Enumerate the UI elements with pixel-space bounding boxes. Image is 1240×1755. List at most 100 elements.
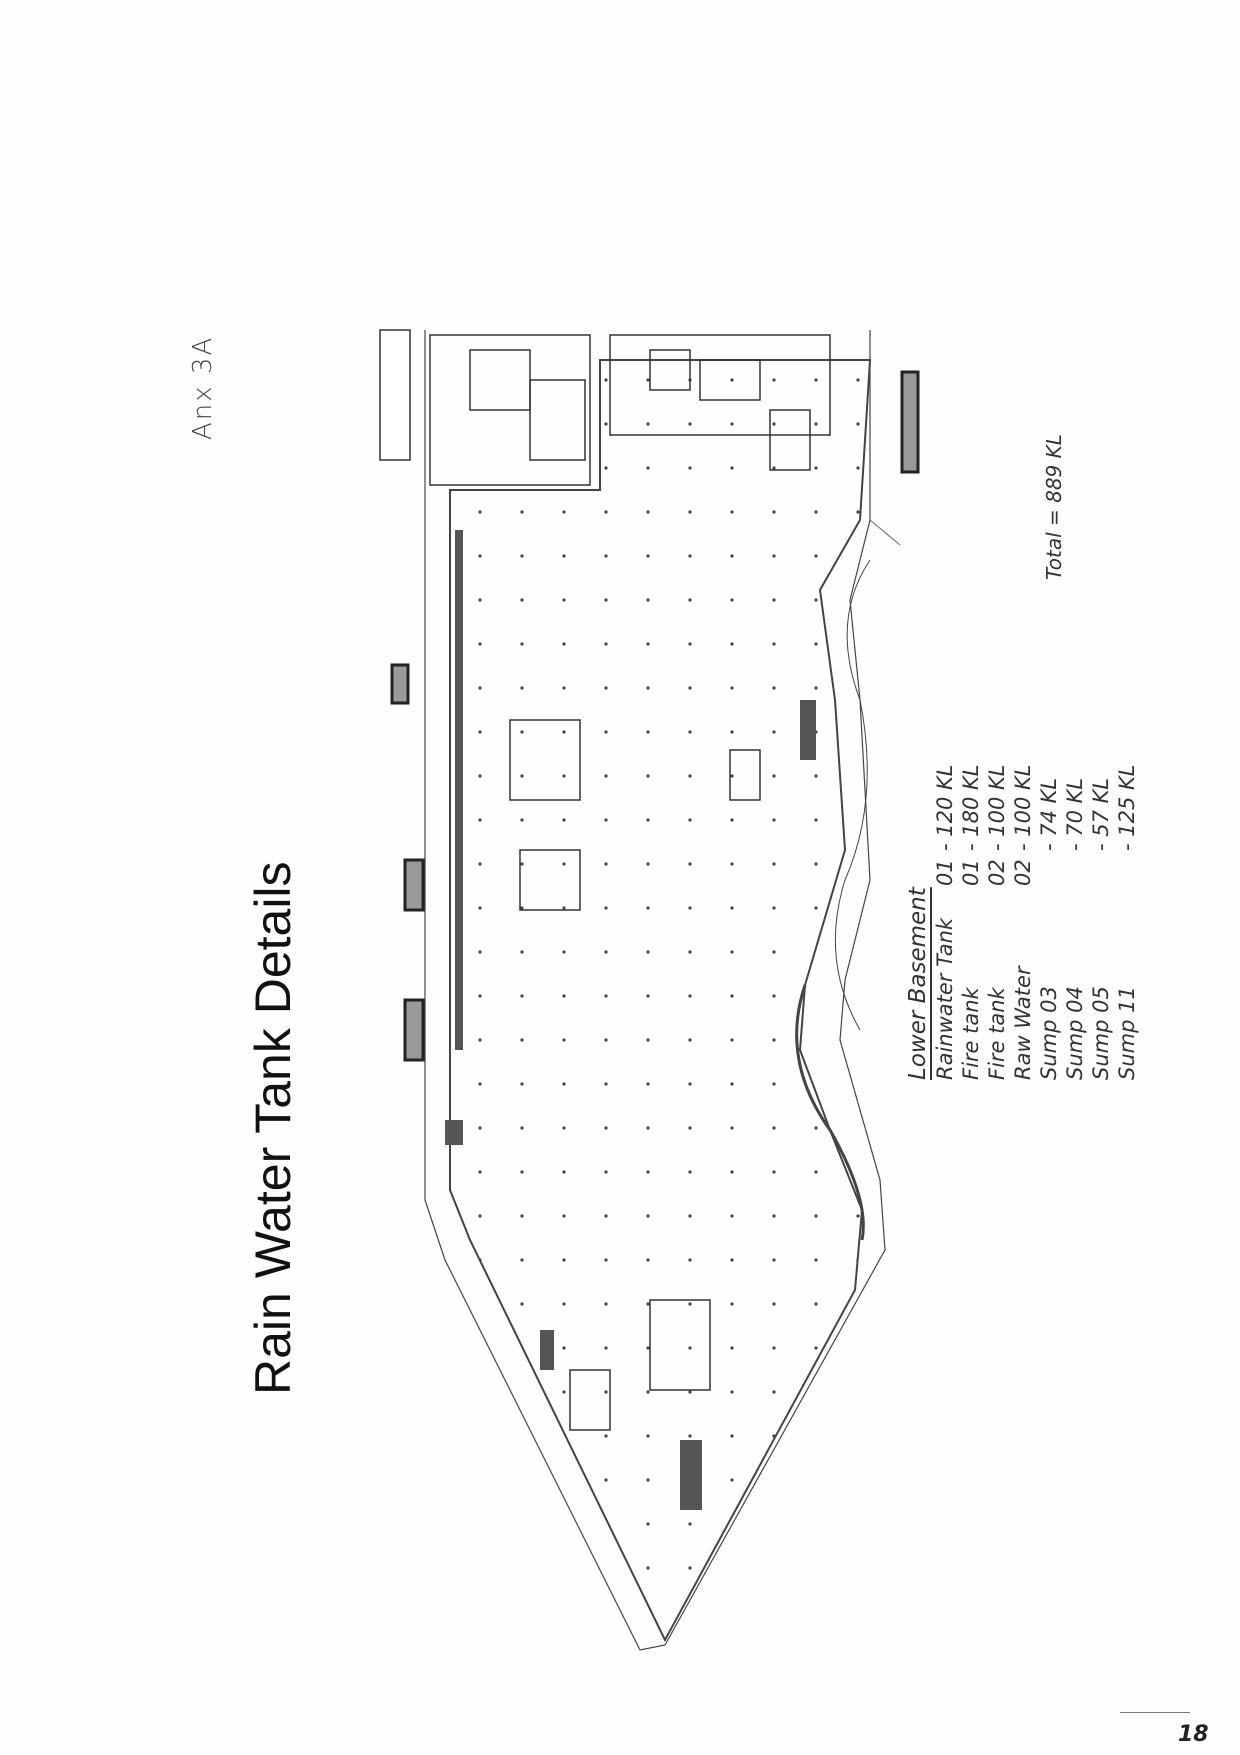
tank-name: Raw Water <box>1011 966 1035 1080</box>
tank-capacity: - 125 KL <box>1115 764 1139 851</box>
column-dot <box>646 422 650 426</box>
column-dot <box>688 1126 692 1130</box>
column-dot <box>604 598 608 602</box>
column-dot <box>688 1390 692 1394</box>
column-dot <box>520 994 524 998</box>
column-dot <box>646 1610 650 1614</box>
column-dot <box>730 994 734 998</box>
column-dot <box>520 862 524 866</box>
column-dot <box>478 1126 482 1130</box>
column-dot <box>730 774 734 778</box>
sump-tank-right <box>900 370 920 474</box>
column-dot <box>730 1258 734 1262</box>
building-blocks <box>379 329 831 1431</box>
column-dot <box>604 1082 608 1086</box>
column-dot <box>478 994 482 998</box>
column-dot <box>772 994 776 998</box>
column-dot <box>520 1214 524 1218</box>
column-dot <box>856 642 860 646</box>
column-dot <box>772 1390 776 1394</box>
column-dot <box>478 466 482 470</box>
footer-rule <box>1120 1712 1190 1713</box>
column-dot <box>856 466 860 470</box>
column-dot <box>562 1346 566 1350</box>
column-dot <box>730 1610 734 1614</box>
column-dot <box>604 994 608 998</box>
tank-name: Sump 04 <box>1063 986 1087 1080</box>
column-dot <box>856 906 860 910</box>
column-dot <box>478 1610 482 1614</box>
column-dot <box>604 1346 608 1350</box>
column-dot <box>520 1434 524 1438</box>
column-dot <box>646 1258 650 1262</box>
column-dot <box>646 1434 650 1438</box>
column-dot <box>604 1258 608 1262</box>
column-dot <box>520 510 524 514</box>
column-dot <box>562 1610 566 1614</box>
column-dot <box>730 1434 734 1438</box>
column-dot <box>604 466 608 470</box>
sump-tank-left-1 <box>390 663 410 705</box>
column-dot <box>688 598 692 602</box>
tank-number: 01 <box>933 859 957 887</box>
column-dot <box>856 1170 860 1174</box>
column-dot <box>856 1082 860 1086</box>
column-dot <box>604 1214 608 1218</box>
column-dot <box>646 466 650 470</box>
column-dot <box>856 774 860 778</box>
column-dot <box>730 1566 734 1570</box>
column-dot <box>604 378 608 382</box>
column-dot <box>646 1566 650 1570</box>
column-dot <box>814 1390 818 1394</box>
column-dot <box>604 1170 608 1174</box>
column-dot <box>856 1478 860 1482</box>
column-dot <box>646 378 650 382</box>
column-dot <box>772 1434 776 1438</box>
column-dot <box>646 1522 650 1526</box>
column-dot <box>478 1302 482 1306</box>
column-dot <box>478 730 482 734</box>
column-dot <box>646 1346 650 1350</box>
column-dot <box>604 862 608 866</box>
column-dot <box>520 422 524 426</box>
column-dot <box>478 1038 482 1042</box>
column-dot <box>520 554 524 558</box>
outer-boundary <box>424 330 886 1651</box>
column-dot <box>562 1258 566 1262</box>
column-dot <box>604 1478 608 1482</box>
column-dot <box>856 554 860 558</box>
column-dot <box>856 598 860 602</box>
notes-heading: Lower Basement <box>905 887 931 1080</box>
column-dot <box>562 1566 566 1570</box>
tank-name: Sump 03 <box>1037 986 1061 1080</box>
column-dot <box>478 1170 482 1174</box>
column-dot <box>604 1566 608 1570</box>
column-dot <box>814 1126 818 1130</box>
tank-capacity: - 100 KL <box>985 764 1009 851</box>
column-dot <box>688 1434 692 1438</box>
column-dot <box>562 686 566 690</box>
column-dot <box>814 1038 818 1042</box>
tank-capacity: - 70 KL <box>1063 777 1087 851</box>
annex-label: Anx 3A <box>188 335 218 440</box>
column-dot <box>730 466 734 470</box>
column-dot <box>688 554 692 558</box>
column-dot <box>478 1390 482 1394</box>
column-dot <box>856 510 860 514</box>
column-dot <box>772 1258 776 1262</box>
column-dot <box>562 642 566 646</box>
column-dot <box>562 1214 566 1218</box>
column-dot <box>520 1170 524 1174</box>
column-dot <box>520 1126 524 1130</box>
column-dot <box>814 378 818 382</box>
column-dot <box>604 686 608 690</box>
column-dot <box>688 1170 692 1174</box>
total-capacity: Total = 889 KL <box>1042 434 1066 580</box>
column-dot <box>856 1522 860 1526</box>
tank-name: Rainwater Tank <box>933 917 957 1080</box>
tank-number: 02 <box>985 859 1009 887</box>
column-dot <box>814 466 818 470</box>
column-dot <box>856 1038 860 1042</box>
